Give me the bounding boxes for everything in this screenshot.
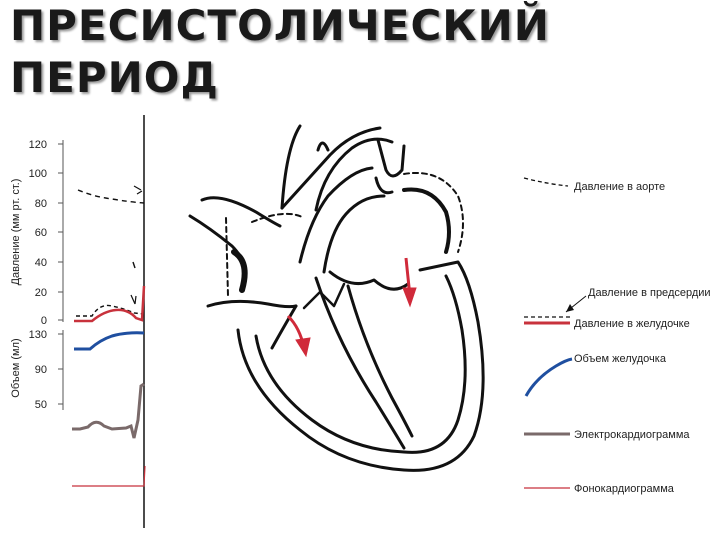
- pressure-tick-100: 100: [29, 168, 47, 180]
- slide-title-line-2: ПЕРИОД: [10, 53, 219, 102]
- legend-ecg-label: Электрокардиограмма: [574, 429, 690, 441]
- atrial-arrow: [130, 294, 137, 305]
- aortic-arrow: [133, 185, 143, 195]
- left-flow-arrow-head: [402, 287, 417, 308]
- blood-flow-arrows: [286, 257, 417, 358]
- ventricular-pressure-curve: [74, 285, 146, 323]
- pressure-tick-20: 20: [35, 287, 47, 299]
- legend-atrial-label: Давление в предсердии: [588, 287, 711, 299]
- legend-pcg-label: Фонокардиограмма: [574, 483, 675, 495]
- ecg-curve: [72, 382, 145, 439]
- legend-volume-label: Объем желудочка: [574, 353, 667, 365]
- aortic-pressure-curve: [77, 189, 145, 204]
- legend-aortic-swatch: [523, 177, 569, 187]
- pcg-curve: [72, 465, 146, 487]
- volume-axis: 130 90 50 Объем (мл): [10, 329, 64, 411]
- pressure-tick-120: 120: [29, 139, 47, 151]
- slide-title-line-1: ПРЕСИСТОЛИЧЕСКИЙ: [10, 1, 550, 50]
- atrial-tick-mark: [132, 261, 136, 269]
- right-flow-arrow-head: [295, 337, 311, 358]
- pressure-axis-label: Давление (мм рт. ст.): [10, 179, 22, 286]
- atrial-pressure-curve: [76, 304, 145, 317]
- legend: Давление в аорте Давление в предсердии Д…: [523, 177, 711, 495]
- pressure-axis: 120 100 80 60 40 20 0 Давление (мм рт. с…: [10, 139, 64, 327]
- legend-volume-swatch: [524, 357, 573, 397]
- volume-axis-label: Объем (мл): [10, 338, 22, 397]
- pressure-tick-60: 60: [35, 227, 47, 239]
- pressure-tick-40: 40: [35, 257, 47, 269]
- legend-ventricular-label: Давление в желудочке: [574, 318, 690, 330]
- pressure-tick-0: 0: [41, 315, 47, 327]
- legend-aortic-label: Давление в аорте: [574, 181, 665, 193]
- volume-tick-90: 90: [35, 364, 47, 376]
- heart-illustration: [188, 124, 485, 472]
- volume-tick-50: 50: [35, 399, 47, 411]
- legend-atrial-pointer-head: [566, 304, 574, 312]
- ventricular-volume-curve: [74, 331, 145, 351]
- volume-tick-130: 130: [29, 329, 47, 341]
- pressure-tick-80: 80: [35, 198, 47, 210]
